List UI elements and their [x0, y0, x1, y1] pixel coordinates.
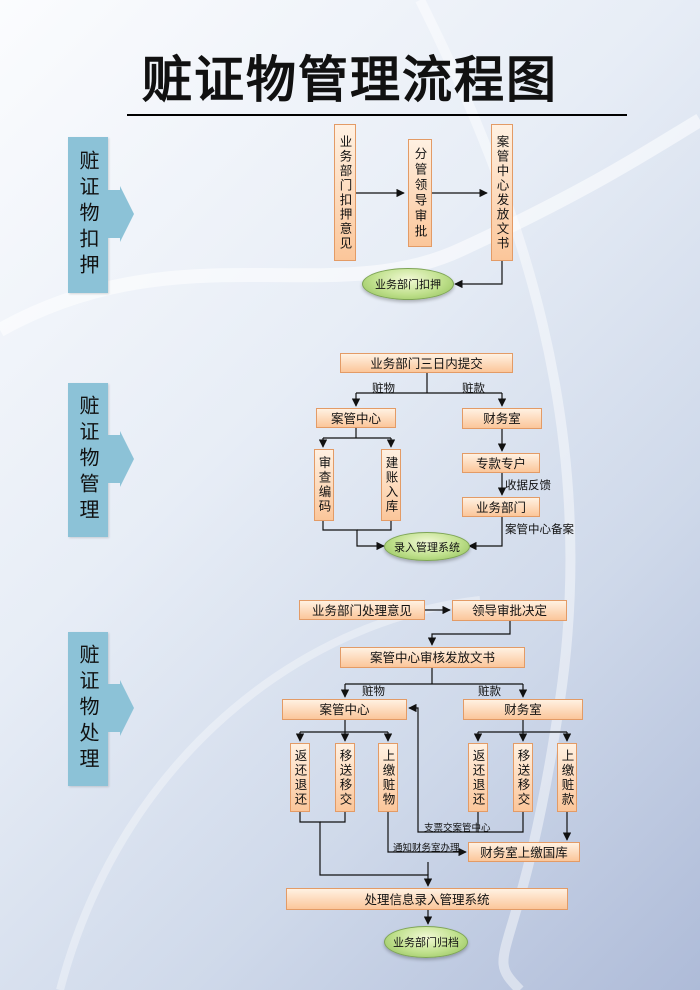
box-money-handin: 上缴赃款	[557, 743, 577, 812]
box-case-center-dispose: 案管中心	[282, 699, 407, 720]
box-goods-transfer: 移送移交	[335, 743, 355, 812]
box-case-center-issue: 案管中心发放文书	[491, 124, 513, 261]
section-label-seize-text: 赃证物扣押	[76, 150, 100, 280]
box-case-center-review-issue: 案管中心审核发放文书	[340, 647, 525, 668]
box-enter-dispose-info: 处理信息录入管理系统	[286, 888, 568, 910]
box-review-code: 审查编码	[314, 449, 334, 521]
box-money-handin-label: 上缴赃款	[559, 748, 575, 807]
box-goods-transfer-label: 移送移交	[337, 748, 353, 807]
box-finance-manage: 财务室	[462, 408, 542, 429]
box-special-account-label: 专款专户	[475, 455, 526, 471]
title-underline	[127, 114, 627, 116]
box-dept-dispose-opinion-label: 业务部门处理意见	[311, 602, 412, 618]
box-money-transfer-label: 移送移交	[515, 748, 531, 807]
note-receipt-feedback: 收据反馈	[505, 478, 551, 492]
section-label-manage: 赃证物管理	[68, 383, 108, 537]
box-goods-handin: 上缴赃物	[378, 743, 398, 812]
box-money-return: 返还退还	[468, 743, 488, 812]
note-cheque-to-case-center: 支票交案管中心	[424, 823, 491, 834]
branch-label-goods-dispose: 赃物	[362, 684, 385, 698]
box-finance-treasury: 财务室上缴国库	[468, 842, 580, 862]
box-money-return-label: 返还退还	[470, 748, 486, 807]
section-label-dispose-text: 赃证物处理	[76, 644, 100, 774]
box-finance-treasury-label: 财务室上缴国库	[480, 844, 568, 860]
branch-label-money-dispose: 赃款	[478, 684, 501, 698]
box-leader-approval: 分管领导审批	[408, 139, 432, 247]
section-arrow-manage-icon	[108, 431, 134, 487]
box-leader-approval-label: 分管领导审批	[412, 146, 428, 240]
note-notify-finance: 通知财务室办理	[393, 843, 460, 854]
section-arrow-seize-icon	[108, 186, 134, 242]
box-case-center-manage-label: 案管中心	[330, 410, 381, 426]
branch-label-goods: 赃物	[372, 381, 395, 395]
box-dept-dispose-opinion: 业务部门处理意见	[299, 600, 425, 620]
box-goods-return-label: 返还退还	[292, 748, 308, 807]
box-case-center-dispose-label: 案管中心	[319, 702, 370, 717]
end-node-enter-system: 录入管理系统	[384, 532, 470, 561]
box-leader-decision-label: 领导审批决定	[471, 603, 547, 618]
section-label-seize: 赃证物扣押	[68, 137, 108, 293]
box-dept-manage: 业务部门	[462, 497, 540, 517]
page-title: 赃证物管理流程图	[142, 50, 558, 109]
end-node-dept-seize-label: 业务部门扣押	[375, 278, 441, 291]
box-finance-manage-label: 财务室	[483, 411, 521, 426]
box-enter-dispose-info-label: 处理信息录入管理系统	[364, 891, 490, 907]
note-case-center-record: 案管中心备案	[505, 522, 574, 536]
box-finance-dispose-label: 财务室	[504, 702, 542, 717]
box-account-store: 建账入库	[381, 449, 401, 521]
box-goods-handin-label: 上缴赃物	[380, 748, 396, 807]
box-case-center-issue-label: 案管中心发放文书	[494, 134, 510, 251]
box-account-store-label: 建账入库	[383, 456, 399, 514]
branch-label-money: 赃款	[462, 381, 485, 395]
box-dept-submit-label: 业务部门三日内提交	[370, 355, 483, 371]
section-arrow-dispose-icon	[108, 680, 134, 736]
box-special-account: 专款专户	[462, 453, 540, 473]
end-node-enter-system-label: 录入管理系统	[394, 540, 460, 554]
box-dept-seize-opinion: 业务部门扣押意见	[334, 124, 356, 261]
box-dept-manage-label: 业务部门	[475, 499, 526, 515]
box-review-code-label: 审查编码	[316, 456, 332, 514]
box-dept-seize-opinion-label: 业务部门扣押意见	[337, 134, 353, 251]
section-label-manage-text: 赃证物管理	[76, 395, 100, 525]
box-goods-return: 返还退还	[290, 743, 310, 812]
box-leader-decision: 领导审批决定	[452, 600, 567, 621]
end-node-dept-seize: 业务部门扣押	[362, 268, 454, 300]
box-finance-dispose: 财务室	[463, 699, 583, 720]
box-case-center-review-issue-label: 案管中心审核发放文书	[369, 650, 495, 665]
box-dept-submit: 业务部门三日内提交	[340, 353, 513, 373]
end-node-dept-archive-label: 业务部门归档	[393, 936, 459, 949]
box-case-center-manage: 案管中心	[316, 408, 396, 428]
box-money-transfer: 移送移交	[513, 743, 533, 812]
end-node-dept-archive: 业务部门归档	[384, 926, 468, 958]
section-label-dispose: 赃证物处理	[68, 632, 108, 786]
